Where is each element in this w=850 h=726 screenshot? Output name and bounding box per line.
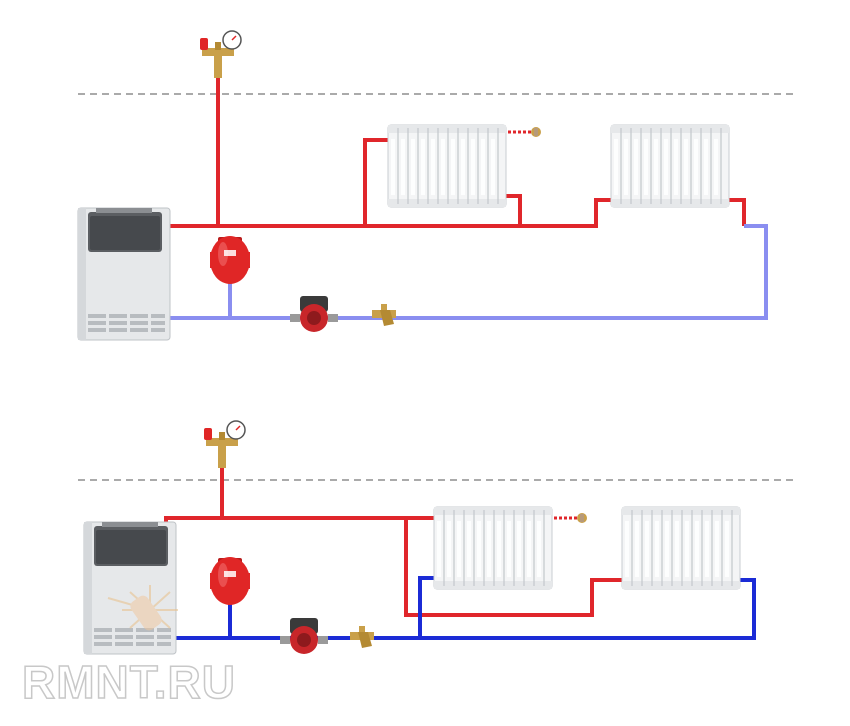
boiler-icon xyxy=(77,207,171,341)
expansion-vessel-icon xyxy=(210,557,250,605)
safety-group-icon xyxy=(199,30,242,79)
return-pipes xyxy=(170,224,768,320)
radiator-icon xyxy=(621,506,741,590)
air-vent-icon xyxy=(552,511,589,525)
radiator-icon xyxy=(433,506,553,590)
air-vent-icon xyxy=(506,125,543,139)
boiler-icon xyxy=(83,521,177,655)
strainer-icon xyxy=(350,626,374,648)
strainer-icon xyxy=(372,304,396,326)
circulation-pump-icon xyxy=(280,618,328,654)
radiator-icon xyxy=(610,124,730,208)
expansion-vessel-icon xyxy=(210,236,250,284)
circulation-pump-icon xyxy=(290,296,338,332)
radiator-icon xyxy=(387,124,507,208)
return-pipes xyxy=(172,576,756,640)
safety-group-icon xyxy=(203,420,246,469)
supply-pipes xyxy=(170,72,746,228)
watermark-logo-icon xyxy=(107,585,178,631)
supply-pipes xyxy=(164,462,624,617)
watermark-text: RMNT.RU xyxy=(21,655,236,709)
